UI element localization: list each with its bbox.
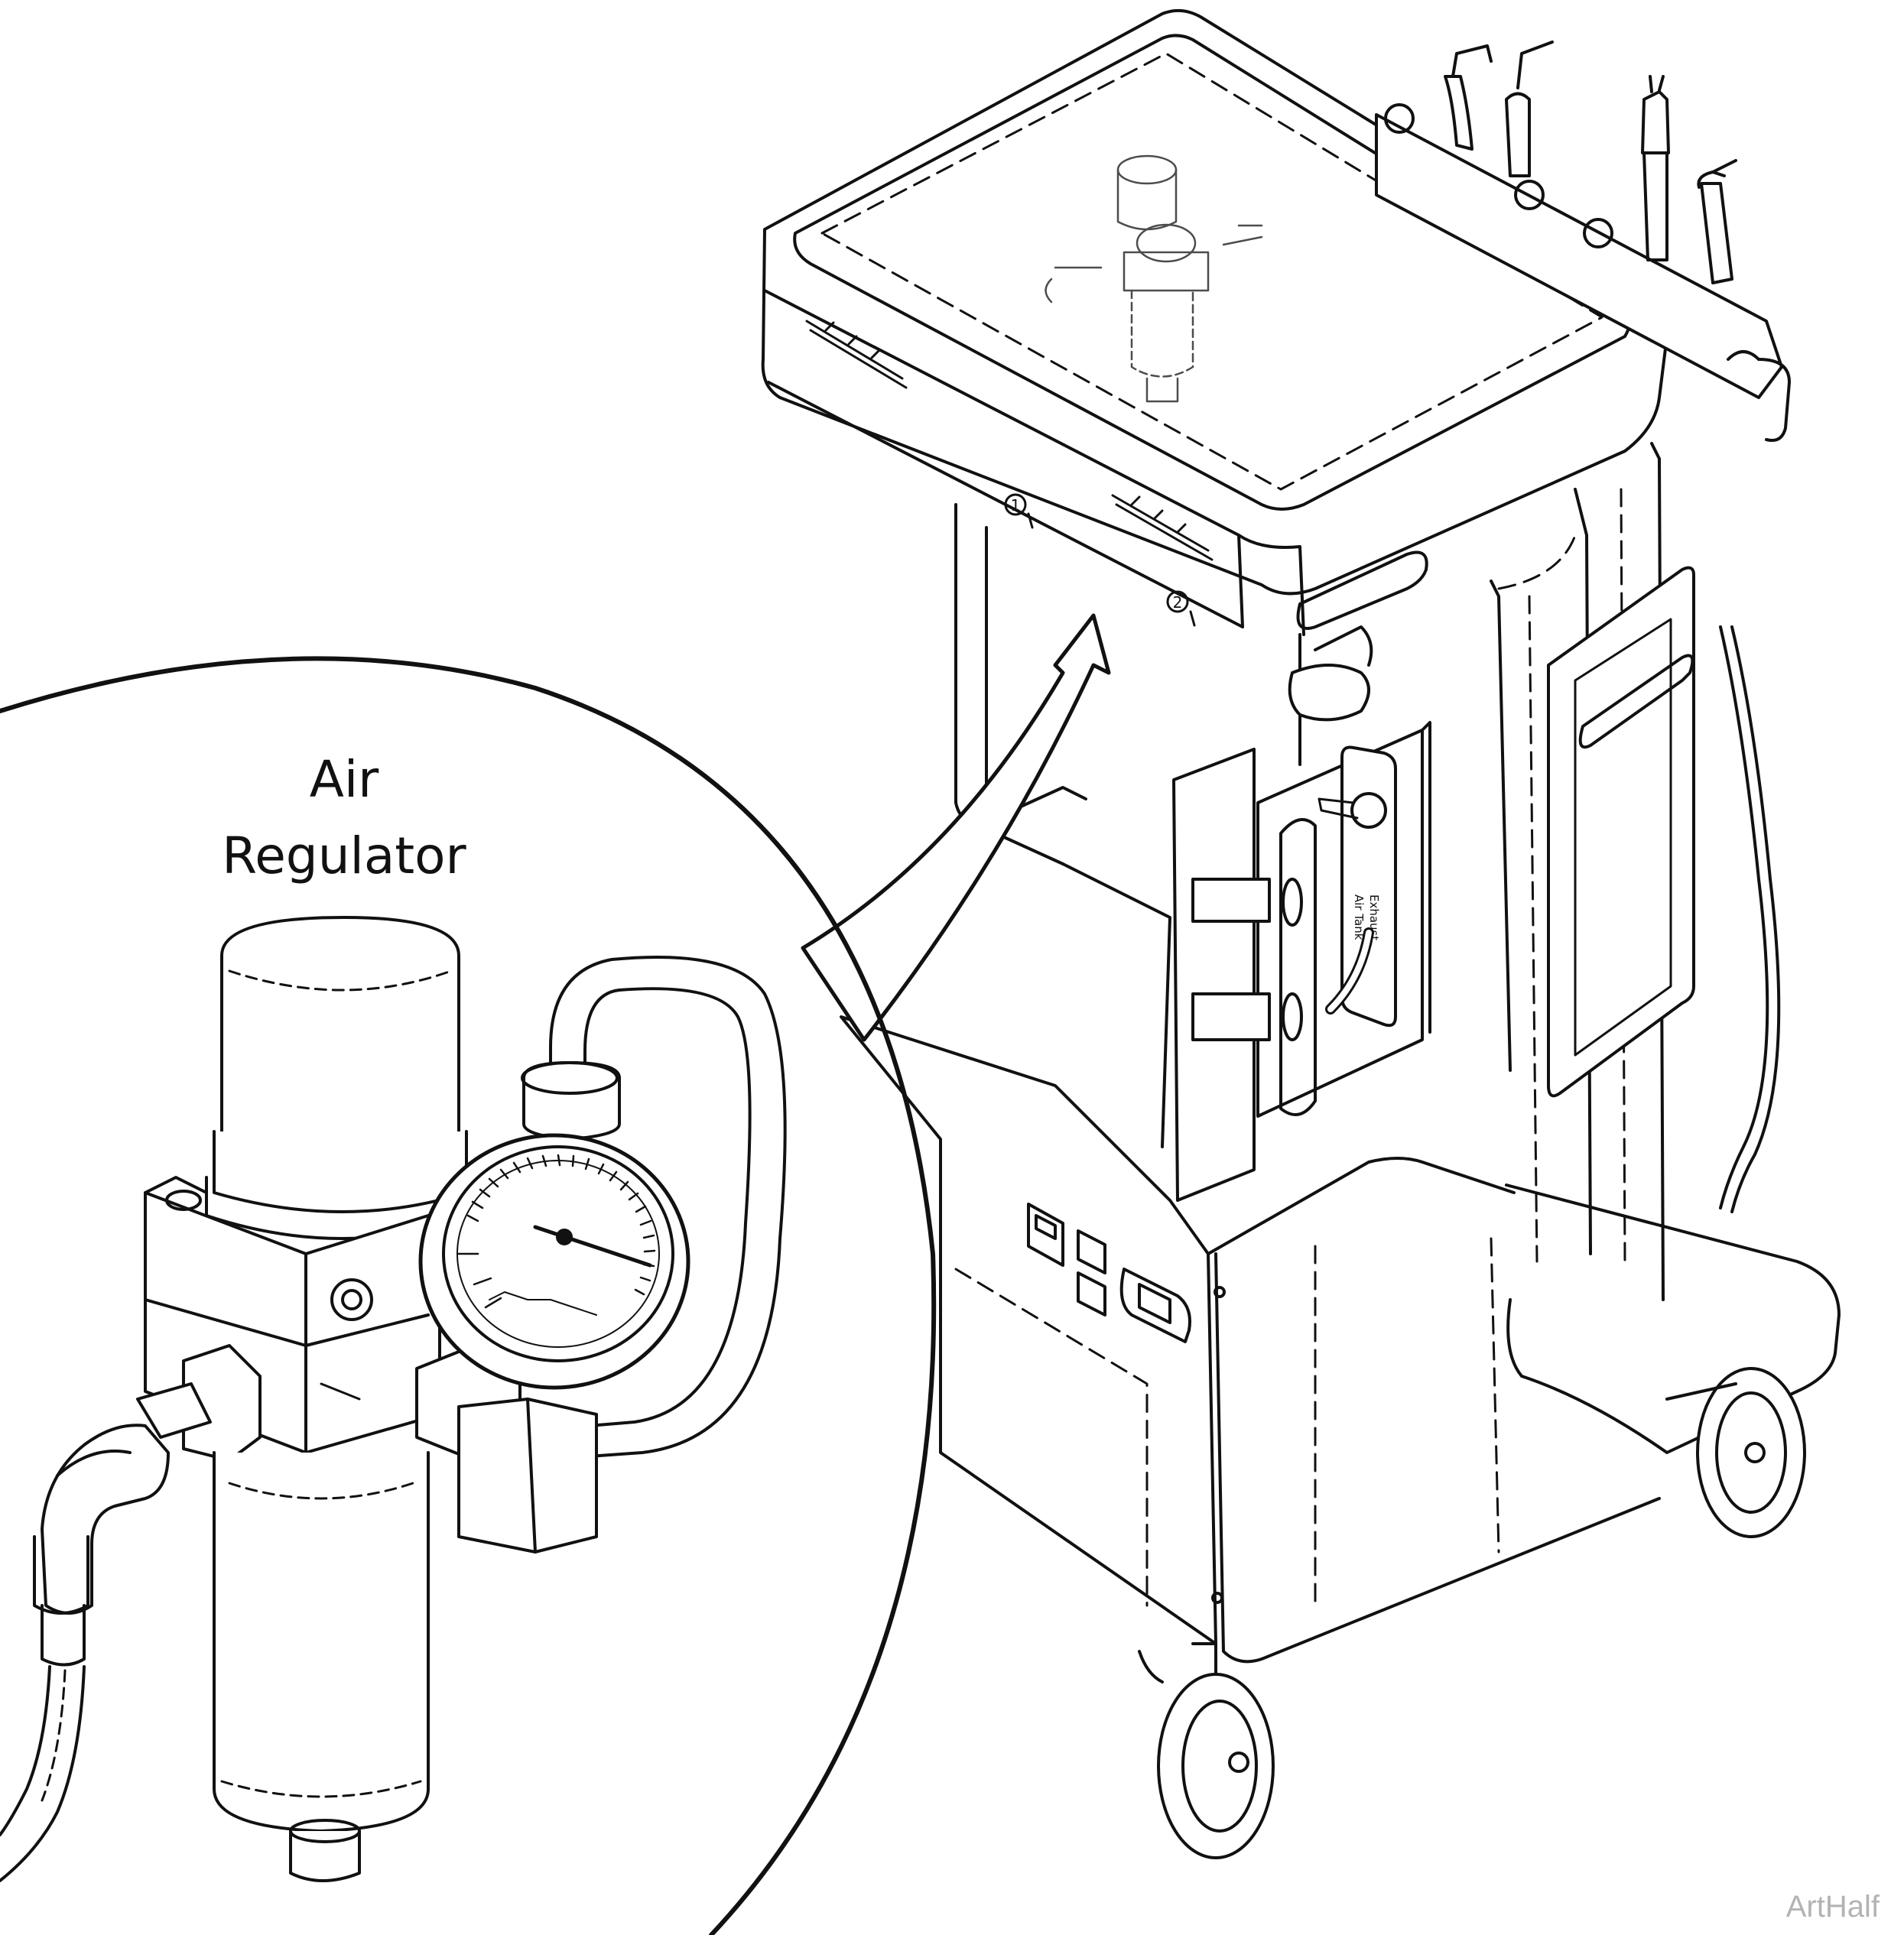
lower-cabinet [840,1015,1661,1664]
handpiece-icon [1505,92,1531,177]
callout-title: Air Regulator [92,742,596,894]
callout-title-line2: Regulator [222,826,466,885]
control-knob-icon [1514,180,1545,210]
rocker-switch[interactable] [1077,1271,1106,1317]
air-regulator-detail [0,916,787,1882]
watermark: ArtHalf [1785,1890,1880,1924]
marker-1-label: 1 [1011,496,1021,515]
rocker-switch[interactable] [1077,1229,1106,1274]
callout-circle [0,656,937,1935]
cart-tray [761,8,1671,596]
power-switch[interactable] [1027,1203,1064,1267]
power-inlet-icon [1119,1268,1191,1343]
wheel-rear [1665,1367,1806,1538]
air-tank-label: Air Tank [1352,894,1366,940]
inlet-hose [0,1665,86,1882]
pressure-gauge-icon [418,1133,690,1390]
marker-2-label: 2 [1173,593,1183,612]
marker-2: 2 [1166,590,1196,627]
handpiece-icon [1700,182,1733,284]
control-knob-icon [1583,218,1613,248]
instrument-deck [1375,41,1791,442]
callout-title-line1: Air [309,750,379,809]
tray-hinge [805,320,1214,561]
dental-cart: 1 2 [761,8,1841,1859]
control-knob-icon [1384,103,1415,134]
air-tank-exhaust-panel: Air Tank Exhaust [1318,745,1397,1028]
side-pocket [1547,566,1695,1098]
air-syringe-icon [1444,75,1473,151]
marker-1: 1 [1004,493,1034,529]
gauge-tube [549,956,787,1458]
air-regulator-ghost-icon [1045,154,1263,403]
air-pump [1288,664,1370,722]
callout-arrow [801,613,1111,1042]
cart-base [1505,1183,1841,1454]
handpiece-icon [1642,151,1668,261]
inlet-elbow [41,1424,170,1615]
wheel-front [1138,1642,1275,1859]
gauge-needle [533,1225,652,1268]
exhaust-valve-icon [1350,792,1387,829]
supply-hose [1719,625,1769,1209]
